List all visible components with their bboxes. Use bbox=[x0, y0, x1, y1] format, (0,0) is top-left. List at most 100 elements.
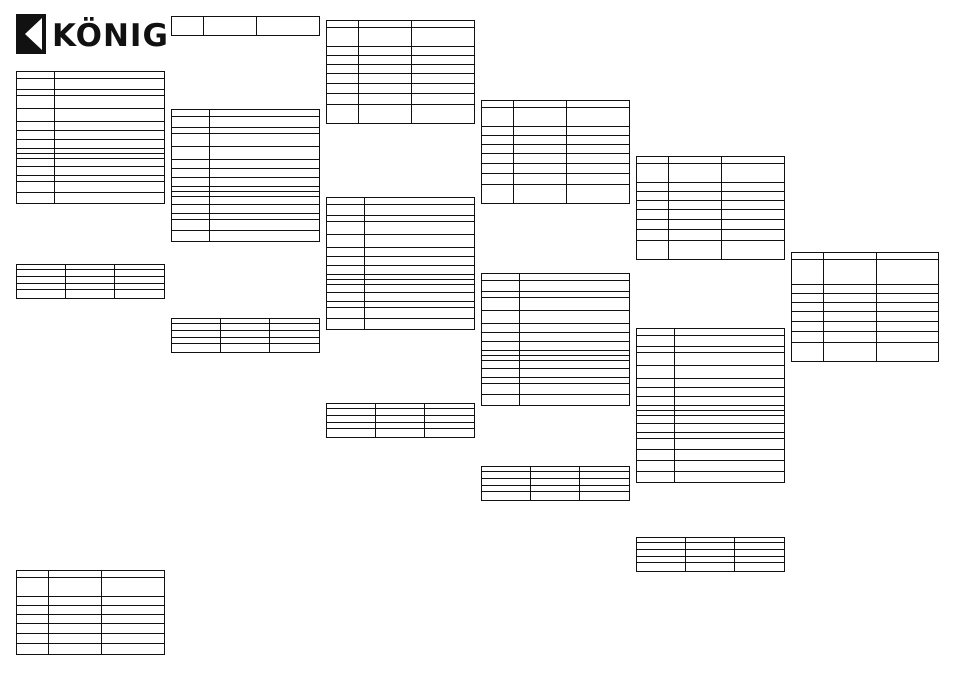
table-cell bbox=[424, 428, 475, 438]
table-cell bbox=[16, 78, 55, 90]
table-row bbox=[636, 328, 785, 336]
table-cell bbox=[54, 166, 165, 176]
table-cell bbox=[364, 284, 475, 293]
table-row bbox=[791, 259, 939, 285]
table-cell bbox=[358, 27, 412, 47]
table-row bbox=[481, 360, 630, 369]
table-cell bbox=[876, 302, 939, 312]
table-row bbox=[791, 252, 939, 260]
table-row bbox=[636, 471, 785, 483]
table-cell bbox=[791, 302, 824, 312]
table-cell bbox=[876, 259, 939, 285]
spec-table-c2-spec bbox=[171, 109, 320, 242]
table-cell bbox=[734, 549, 785, 557]
table-cell bbox=[636, 542, 686, 550]
table-cell bbox=[364, 256, 475, 266]
table-cell bbox=[326, 104, 359, 124]
table-cell bbox=[16, 130, 55, 140]
table-row bbox=[171, 204, 320, 214]
table-cell bbox=[823, 293, 877, 303]
table-row bbox=[326, 234, 475, 248]
table-cell bbox=[16, 577, 49, 597]
table-cell bbox=[668, 219, 722, 230]
table-row bbox=[326, 318, 475, 330]
table-row bbox=[791, 331, 939, 343]
table-row bbox=[481, 491, 630, 501]
table-cell bbox=[636, 328, 675, 336]
table-cell bbox=[636, 471, 675, 483]
table-cell bbox=[16, 276, 66, 284]
table-cell bbox=[411, 93, 475, 105]
table-cell bbox=[566, 173, 630, 185]
table-cell bbox=[411, 104, 475, 124]
table-cell bbox=[823, 331, 877, 343]
table-cell bbox=[513, 163, 567, 174]
table-row bbox=[791, 321, 939, 332]
table-cell bbox=[326, 256, 365, 266]
table-cell bbox=[668, 229, 722, 241]
table-cell bbox=[519, 273, 630, 281]
table-cell bbox=[685, 542, 735, 550]
table-cell bbox=[519, 341, 630, 351]
table-cell bbox=[721, 219, 785, 230]
table-cell bbox=[636, 200, 669, 210]
table-cell bbox=[209, 230, 320, 242]
table-row bbox=[326, 27, 475, 47]
table-cell bbox=[326, 307, 365, 319]
table-cell bbox=[411, 73, 475, 84]
table-cell bbox=[636, 240, 669, 260]
table-row bbox=[636, 460, 785, 472]
table-cell bbox=[364, 247, 475, 257]
table-cell bbox=[358, 73, 412, 84]
table-cell bbox=[48, 605, 102, 615]
table-cell bbox=[203, 16, 257, 36]
table-cell bbox=[721, 182, 785, 192]
table-row bbox=[16, 614, 165, 624]
table-cell bbox=[823, 321, 877, 332]
table-cell bbox=[566, 163, 630, 174]
table-cell bbox=[513, 100, 567, 108]
table-cell bbox=[54, 108, 165, 122]
table-row bbox=[16, 192, 165, 204]
table-row bbox=[481, 144, 630, 154]
table-row bbox=[481, 153, 630, 164]
table-cell bbox=[481, 332, 520, 342]
table-row bbox=[636, 396, 785, 406]
table-row bbox=[171, 219, 320, 231]
table-cell bbox=[220, 343, 270, 353]
spec-table-c6-top bbox=[791, 252, 939, 362]
table-row bbox=[171, 196, 320, 205]
spec-table-c1-small bbox=[16, 264, 165, 299]
table-row bbox=[636, 229, 785, 241]
table-row bbox=[326, 247, 475, 257]
table-row bbox=[481, 126, 630, 136]
table-cell bbox=[791, 342, 824, 362]
table-cell bbox=[171, 16, 204, 36]
table-cell bbox=[636, 549, 686, 557]
table-cell bbox=[481, 471, 531, 479]
table-cell bbox=[519, 332, 630, 342]
table-cell bbox=[411, 46, 475, 56]
table-cell bbox=[674, 449, 785, 461]
table-cell bbox=[16, 623, 49, 634]
table-row bbox=[481, 471, 630, 479]
table-cell bbox=[375, 415, 425, 423]
table-row bbox=[171, 230, 320, 242]
table-cell bbox=[636, 365, 675, 379]
table-cell bbox=[16, 166, 55, 176]
table-cell bbox=[636, 219, 669, 230]
table-cell bbox=[171, 219, 210, 231]
table-cell bbox=[114, 276, 165, 284]
table-cell bbox=[481, 126, 514, 136]
table-cell bbox=[481, 478, 531, 486]
table-cell bbox=[326, 318, 365, 330]
table-row bbox=[791, 342, 939, 362]
table-cell bbox=[209, 146, 320, 160]
table-row bbox=[481, 297, 630, 311]
table-cell bbox=[358, 104, 412, 124]
table-cell bbox=[823, 311, 877, 322]
table-row bbox=[16, 166, 165, 176]
table-cell bbox=[513, 184, 567, 204]
table-cell bbox=[16, 269, 66, 277]
table-cell bbox=[358, 20, 412, 28]
